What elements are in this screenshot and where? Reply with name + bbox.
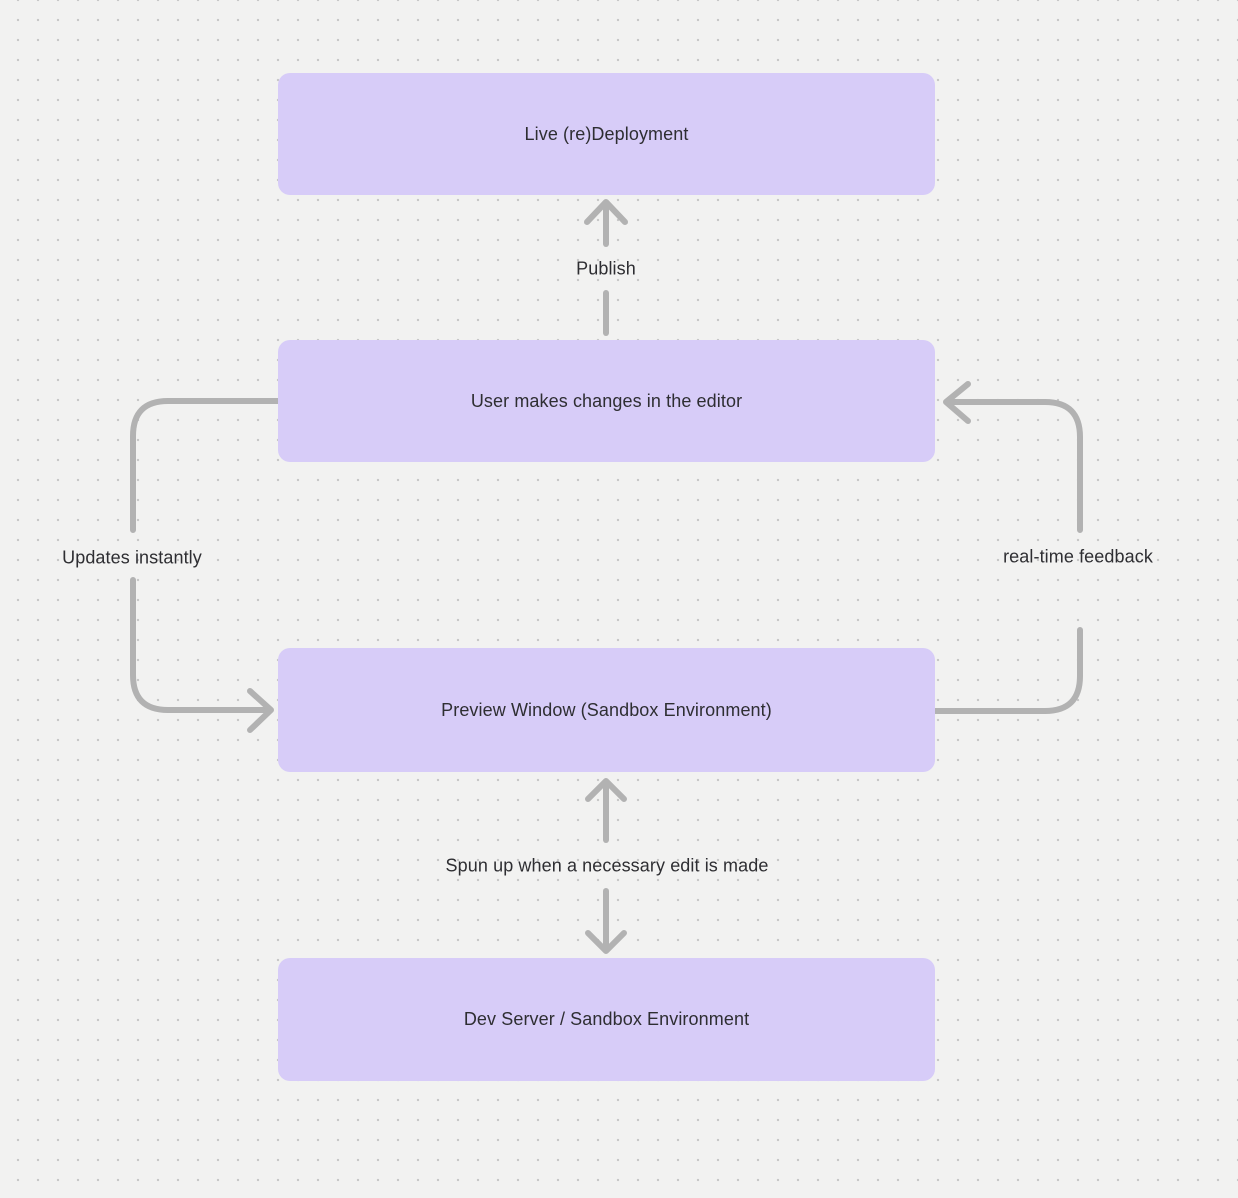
node-live-deployment-label: Live (re)Deployment [524, 123, 689, 144]
node-user-editor-label: User makes changes in the editor [470, 390, 743, 411]
edge-publish-arrow [584, 199, 628, 336]
node-user-editor[interactable]: User makes changes in the editor [278, 340, 935, 462]
arrowhead-down-icon [585, 930, 627, 954]
edge-updates-instantly-arrow [130, 398, 281, 733]
arrowhead-up-icon [584, 199, 628, 225]
edge-feedback-upper [949, 399, 1083, 533]
arrowhead-right-icon [247, 688, 274, 733]
node-dev-server[interactable]: Dev Server / Sandbox Environment [278, 958, 935, 1081]
edge-label-updates-instantly: Updates instantly [62, 547, 202, 568]
node-preview-window-label: Preview Window (Sandbox Environment) [441, 699, 772, 720]
node-preview-window[interactable]: Preview Window (Sandbox Environment) [278, 648, 935, 772]
edge-updates-upper [130, 398, 281, 533]
edge-updates-lower [130, 577, 267, 713]
edge-feedback-lower [932, 627, 1083, 714]
node-dev-server-label: Dev Server / Sandbox Environment [463, 1009, 750, 1029]
arrowhead-left-icon [943, 381, 971, 424]
edge-label-publish: Publish [576, 258, 636, 279]
edge-label-spun-up: Spun up when a necessary edit is made [445, 855, 769, 876]
edge-real-time-feedback-arrow [932, 381, 1083, 714]
node-live-deployment[interactable]: Live (re)Deployment [278, 73, 935, 195]
edge-spun-up-arrow [585, 778, 627, 954]
arrowhead-up-icon [585, 778, 627, 802]
edge-label-real-time-feedback: real-time feedback [1003, 546, 1153, 567]
